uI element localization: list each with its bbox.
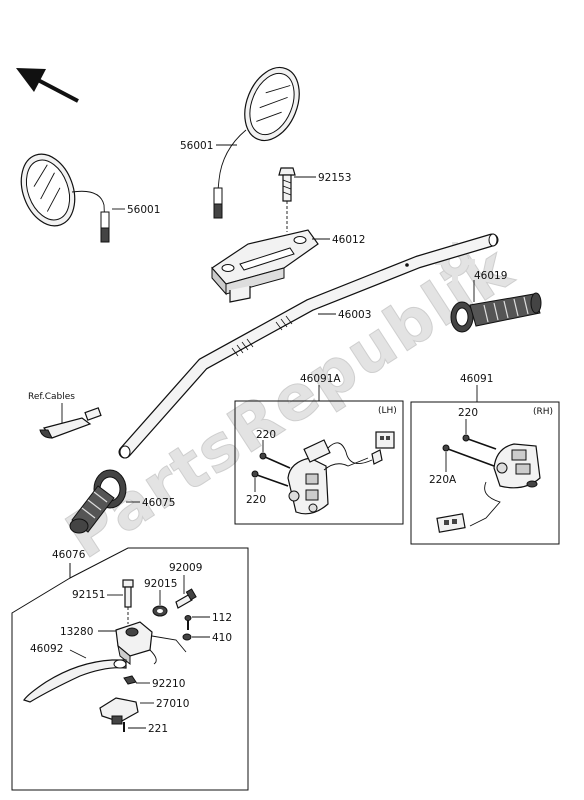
- mirror-right: [213, 66, 300, 219]
- label-27010: 27010: [156, 698, 189, 710]
- label-56001-left: 56001: [127, 204, 160, 216]
- screw-92009: [175, 588, 197, 609]
- label-221: 221: [148, 723, 168, 735]
- bolt-92151: [122, 579, 134, 608]
- handlebar-46003: [118, 233, 499, 459]
- label-92009: 92009: [169, 562, 202, 574]
- nut-92015: [152, 605, 168, 617]
- label-46012: 46012: [332, 234, 365, 246]
- label-46092: 46092: [30, 643, 63, 655]
- label-92151: 92151: [72, 589, 105, 601]
- label-410: 410: [212, 632, 232, 644]
- label-92153: 92153: [318, 172, 351, 184]
- label-rh: (RH): [533, 407, 553, 417]
- label-56001-right: 56001: [180, 140, 213, 152]
- label-92015: 92015: [144, 578, 177, 590]
- screw-rh-2: [442, 444, 495, 467]
- label-220-lh-2: 220: [246, 494, 266, 506]
- screw-lh-1: [259, 452, 291, 469]
- label-46019: 46019: [474, 270, 507, 282]
- grip-right-46019: [450, 292, 542, 333]
- nut-92210: [123, 675, 137, 685]
- label-13280: 13280: [60, 626, 93, 638]
- screw-rh-1: [462, 434, 497, 450]
- nut-410: [182, 633, 192, 641]
- label-ref-cables: Ref.Cables: [28, 392, 75, 402]
- mirror-left: [20, 153, 110, 243]
- lever-46092: [23, 659, 127, 703]
- lh-switch-housing: [287, 431, 395, 515]
- label-lh: (LH): [378, 406, 397, 416]
- label-220-lh-1: 220: [256, 429, 276, 441]
- screw-lh-2: [251, 470, 289, 487]
- pin-112: [184, 615, 192, 630]
- switch-27010: [99, 697, 139, 725]
- grip-left-46075: [69, 469, 127, 534]
- rh-switch-housing: [436, 443, 541, 533]
- label-46003: 46003: [338, 309, 371, 321]
- bolt-92153: [278, 167, 296, 202]
- front-direction-arrow-icon: [16, 68, 79, 103]
- label-46091a: 46091A: [300, 373, 341, 385]
- lever-holder-13280: [115, 621, 187, 666]
- cable-fitting: [39, 407, 102, 439]
- lever-assembly-box: [11, 547, 249, 791]
- label-46091: 46091: [460, 373, 493, 385]
- label-46075: 46075: [142, 497, 175, 509]
- label-220-rh-1: 220: [458, 407, 478, 419]
- label-220a: 220A: [429, 474, 457, 486]
- label-46076: 46076: [52, 549, 86, 561]
- label-112: 112: [212, 612, 232, 624]
- label-92210: 92210: [152, 678, 185, 690]
- handlebar-holder-46012: [211, 229, 319, 303]
- rh-switch-box: [410, 401, 560, 545]
